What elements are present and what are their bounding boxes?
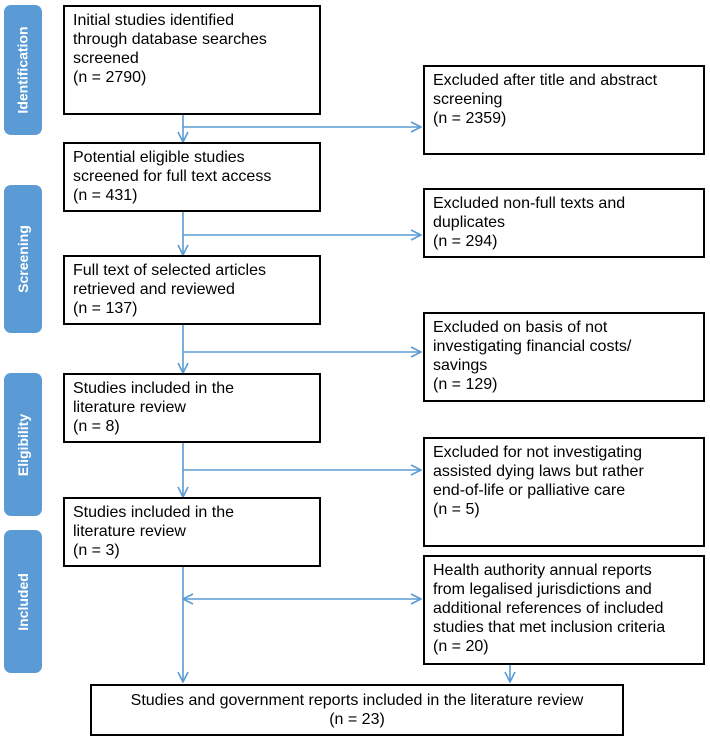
box-text-line: retrieved and reviewed	[73, 281, 235, 298]
box-final-included: Studies and government reports included …	[90, 684, 624, 736]
box-text-line: Full text of selected articles	[73, 262, 266, 279]
box-text-line: Health authority annual reports	[433, 562, 652, 579]
box-text-line: literature review	[73, 399, 186, 416]
stage-label-identification: Identification	[4, 5, 42, 135]
box-text-line: Studies included in the	[73, 504, 234, 521]
box-excluded-assisted-dying: Excluded for not investigating assisted d…	[423, 437, 705, 547]
box-text-line: assisted dying laws but rather	[433, 463, 644, 480]
box-text-line: savings	[433, 357, 488, 374]
box-text-line: screened for full text access	[73, 168, 272, 185]
box-text-line: duplicates	[433, 214, 506, 231]
box-text-line: (n = 129)	[433, 376, 498, 393]
box-text-line: Excluded on basis of not	[433, 319, 608, 336]
box-text-line: (n = 20)	[433, 638, 489, 655]
box-text-line: (n = 137)	[73, 300, 138, 317]
box-identified: Initial studies identified through databa…	[63, 5, 321, 115]
box-text-line: literature review	[73, 523, 186, 540]
box-text-line: Initial studies identified	[73, 12, 234, 29]
stage-label-eligibility: Eligibility	[4, 373, 42, 516]
stage-label-text: Included	[15, 572, 31, 631]
box-text-line: end-of-life or palliative care	[433, 482, 626, 499]
box-excluded-financial: Excluded on basis of not investigating fi…	[423, 312, 705, 402]
box-text-line: (n = 2359)	[433, 110, 507, 127]
stage-label-text: Screening	[15, 225, 32, 293]
box-text-line: Studies and government reports included …	[130, 692, 584, 709]
box-included-2: Studies included in the literature review…	[63, 497, 321, 567]
box-text-line: (n = 23)	[329, 711, 385, 728]
stage-label-included: Included	[4, 530, 42, 673]
box-text-line: investigating financial costs/	[433, 338, 632, 355]
box-text-line: (n = 2790)	[73, 69, 147, 86]
box-text-line: additional references of included	[433, 600, 664, 617]
box-text-line: screened	[73, 50, 139, 67]
box-text-line: studies that met inclusion criteria	[433, 619, 666, 636]
box-text-line: (n = 294)	[433, 233, 498, 250]
box-text-line: through database searches	[73, 31, 267, 48]
box-text-line: Potential eligible studies	[73, 149, 245, 166]
box-reviewed: Full text of selected articles retrieved …	[63, 255, 321, 325]
box-text-line: screening	[433, 91, 503, 108]
box-text-line: Excluded non-full texts and	[433, 195, 626, 212]
stage-label-text: Identification	[15, 26, 31, 114]
stage-label-screening: Screening	[4, 185, 42, 333]
box-text-line: (n = 431)	[73, 187, 138, 204]
box-health-authority-reports: Health authority annual reports from lega…	[423, 555, 705, 665]
box-text-line: Studies included in the	[73, 380, 234, 397]
box-text-line: from legalised jurisdictions and	[433, 581, 652, 598]
box-full-text-access: Potential eligible studies screened for f…	[63, 142, 321, 212]
box-excluded-non-full-text: Excluded non-full texts and duplicates (n …	[423, 188, 705, 258]
box-text-line: (n = 3)	[73, 542, 120, 559]
box-text-line: (n = 5)	[433, 501, 480, 518]
stage-label-text: Eligibility	[15, 413, 32, 476]
box-excluded-title-abstract: Excluded after title and abstract screeni…	[423, 65, 705, 155]
box-text-line: Excluded after title and abstract	[433, 72, 658, 89]
box-included-1: Studies included in the literature review…	[63, 373, 321, 443]
box-text-line: Excluded for not investigating	[433, 444, 643, 461]
box-text-line: (n = 8)	[73, 418, 120, 435]
